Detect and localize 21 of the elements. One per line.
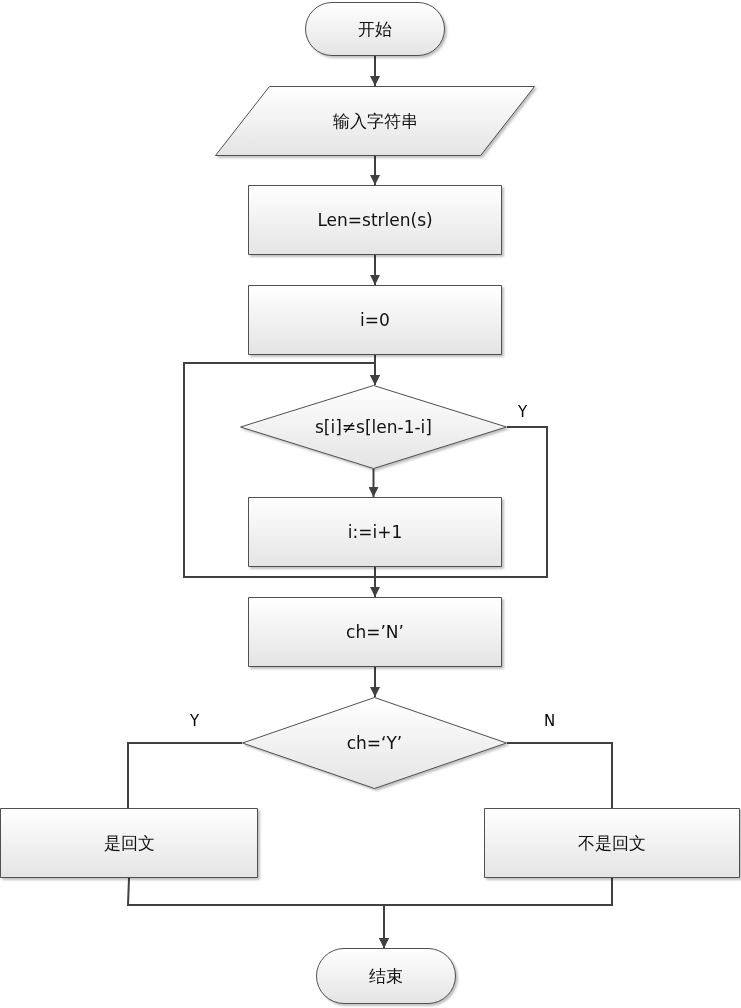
- edge-label: Y: [516, 404, 530, 420]
- arrow: [370, 155, 380, 186]
- node-text: 不是回文: [578, 831, 646, 855]
- node-text: ch=’N’: [346, 622, 404, 642]
- arrow: [370, 666, 380, 698]
- node-text: 输入字符串: [332, 109, 418, 133]
- node-text: s[i]≠s[len-1-i]: [315, 417, 432, 437]
- arrow: [370, 426, 548, 598]
- node-text: ch=‘Y’: [346, 733, 403, 753]
- node-text: 开始: [358, 17, 392, 41]
- arrow: [370, 55, 380, 87]
- arrow: [379, 877, 613, 949]
- node-text: Len=strlen(s): [317, 210, 433, 230]
- edge-label: Y: [188, 713, 202, 729]
- arrow: [370, 254, 380, 286]
- arrow: [368, 468, 379, 498]
- node-text: 是回文: [103, 831, 155, 855]
- arrow: [183, 362, 380, 578]
- node-text: 结束: [369, 964, 403, 988]
- node-text: i=0: [360, 310, 390, 330]
- node-text: i:=i+1: [347, 522, 403, 542]
